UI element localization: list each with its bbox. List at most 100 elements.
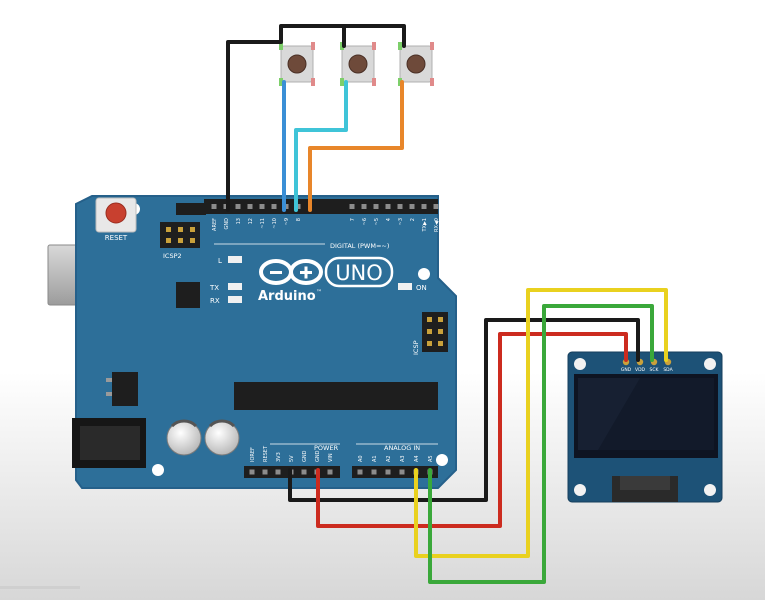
digital-pin-label: ~11: [260, 218, 266, 229]
led-tx-label: TX: [209, 284, 219, 292]
icsp-header: [422, 312, 448, 352]
oled-pin-label: SDA: [663, 367, 673, 373]
atmega-chip: [234, 382, 438, 410]
digital-header-label: DIGITAL (PWM=~): [330, 242, 389, 250]
digital-pin-socket: [247, 204, 253, 209]
analog-pin-socket: [371, 469, 377, 475]
small-header: [176, 203, 206, 215]
analog-pin-socket: [385, 469, 391, 475]
power-pin-socket: [327, 469, 333, 475]
power-pin-label: 5V: [289, 455, 295, 462]
usb-chip: [176, 282, 200, 308]
digital-pin-label: RX◀0: [434, 218, 440, 232]
power-pin-label: GND: [315, 450, 321, 462]
digital-pin-socket: [259, 204, 265, 209]
analog-pin-label: A3: [400, 455, 406, 462]
led-on: [398, 283, 412, 290]
wire-orange: [308, 80, 404, 212]
digital-header: [204, 199, 438, 214]
digital-pin-socket: [211, 204, 217, 209]
wire-group: [226, 24, 668, 584]
power-header-label: POWER: [314, 444, 339, 452]
wire-yellow: [414, 288, 668, 558]
analog-pin-label: A1: [372, 455, 378, 462]
power-pin-socket: [275, 469, 281, 475]
digital-pin-socket: [409, 204, 415, 209]
led-on-label: ON: [416, 284, 427, 292]
analog-pin-label: A5: [428, 455, 434, 462]
wire-cyan: [294, 80, 348, 212]
digital-pin-label: ~5: [374, 218, 380, 225]
analog-header: [352, 466, 438, 478]
digital-pin-label: GND: [224, 218, 230, 230]
trademark-mark: ™: [316, 289, 322, 296]
arduino-wordmark: Arduino: [258, 289, 316, 304]
push-button-1[interactable]: [279, 42, 315, 86]
push-button-3[interactable]: [398, 42, 434, 86]
icsp2-label: ICSP2: [163, 252, 182, 260]
oled-pin-label: VDD: [635, 367, 646, 373]
power-pin-socket: [249, 469, 255, 475]
analog-pin-label: A4: [414, 455, 420, 462]
analog-pin-socket: [399, 469, 405, 475]
digital-pin-socket: [433, 204, 439, 209]
digital-pin-label: ~9: [284, 218, 290, 225]
power-pin-socket: [262, 469, 268, 475]
mount-hole: [436, 454, 448, 466]
digital-pin-label: 13: [236, 218, 242, 224]
digital-pin-socket: [421, 204, 427, 209]
capacitor: [166, 419, 202, 456]
led-tx: [228, 283, 242, 290]
wire-red: [316, 332, 628, 528]
digital-pin-label: ~10: [272, 218, 278, 229]
digital-pin-label: 8: [296, 218, 302, 221]
oled-module: [567, 351, 723, 503]
mount-hole: [418, 268, 430, 280]
wire-green: [428, 304, 654, 584]
digital-pin-label: ~6: [362, 218, 368, 225]
digital-pin-socket: [271, 204, 277, 209]
led-rx-label: RX: [210, 297, 220, 305]
digital-pin-label: 12: [248, 218, 254, 224]
oled-pin-label: SCK: [650, 367, 660, 373]
digital-pin-label: AREF: [212, 218, 218, 231]
digital-pin-socket: [235, 204, 241, 209]
infinity-plus-minus-logo: [259, 259, 323, 285]
digital-pin-socket: [361, 204, 367, 209]
wire-black-button-gnd: [226, 24, 406, 212]
digital-pin-socket: [373, 204, 379, 209]
push-button-2[interactable]: [340, 42, 376, 86]
power-pin-label: RESET: [263, 445, 269, 462]
power-pin-socket: [301, 469, 307, 475]
digital-pin-label: 4: [386, 218, 392, 221]
analog-pin-socket: [357, 469, 363, 475]
led-rx: [228, 296, 242, 303]
mount-hole: [152, 464, 164, 476]
power-pin-label: GND: [302, 450, 308, 462]
led-l: [228, 256, 242, 263]
digital-pin-socket: [385, 204, 391, 209]
reset-label: RESET: [105, 234, 128, 242]
capacitor: [204, 419, 240, 456]
voltage-regulator: [112, 372, 138, 406]
icsp2-header: [160, 222, 200, 248]
uno-word: UNO: [335, 261, 383, 285]
analog-pin-label: A2: [386, 455, 392, 462]
board-pcb: [75, 195, 457, 489]
power-pin-label: IOREF: [250, 447, 256, 462]
analog-pin-label: A0: [358, 455, 364, 462]
digital-pin-label: 7: [350, 218, 356, 221]
reset-button-cap[interactable]: [105, 202, 127, 224]
wire-black-oled-gnd: [288, 318, 640, 502]
scroll-track: [0, 586, 80, 589]
oled-pin-label: GND: [621, 367, 632, 373]
digital-pin-socket: [349, 204, 355, 209]
power-pin-label: VIN: [328, 453, 334, 462]
power-pin-label: 3V3: [276, 452, 282, 462]
uno-badge: [324, 256, 394, 288]
digital-pin-socket: [397, 204, 403, 209]
